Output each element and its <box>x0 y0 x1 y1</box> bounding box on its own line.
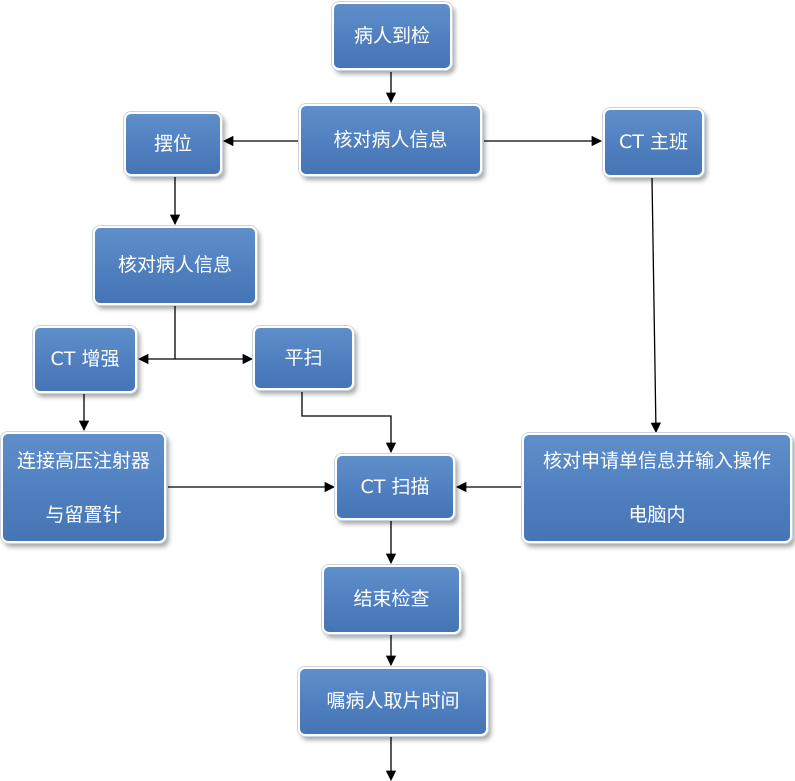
node-verify-second: 核对病人信息 <box>93 226 257 305</box>
node-arrival-label: 病人到检 <box>353 24 430 47</box>
node-ct-enhanced-label: CT 增强 <box>50 348 120 370</box>
edge-ctshift-to-request <box>650 177 662 434</box>
node-verify-request: 核对申请单信息并输入操作电脑内 <box>522 433 792 543</box>
node-ct-scan-label: CT 扫描 <box>360 475 430 498</box>
node-positioning: 摆位 <box>124 112 222 176</box>
node-plain-scan: 平扫 <box>253 326 354 390</box>
edge-plain-to-scan <box>301 392 397 454</box>
node-connect-injector: 连接高压注射器与留置针 <box>1 432 166 543</box>
node-ct-enhanced: CT 增强 <box>33 326 137 393</box>
node-pickup-time-label: 嘱病人取片时间 <box>326 690 460 712</box>
node-plain-scan-label: 平扫 <box>284 346 323 369</box>
node-verify-second-label: 核对病人信息 <box>117 254 232 276</box>
node-positioning-label: 摆位 <box>153 132 192 155</box>
node-ct-scan: CT 扫描 <box>335 454 455 520</box>
node-connect-injector-label: 连接高压注射器与留置针 <box>16 449 150 526</box>
node-end-exam: 结束检查 <box>322 565 461 634</box>
node-end-exam-label: 结束检查 <box>353 588 430 610</box>
node-arrival: 病人到检 <box>332 2 452 70</box>
node-ct-shift-label: CT 主班 <box>619 131 688 153</box>
node-verify-main-label: 核对病人信息 <box>333 128 448 151</box>
node-verify-main: 核对病人信息 <box>299 104 482 176</box>
node-pickup-time: 嘱病人取片时间 <box>298 667 488 736</box>
node-verify-request-label: 核对申请单信息并输入操作电脑内 <box>542 450 771 526</box>
node-ct-shift: CT 主班 <box>603 108 704 177</box>
